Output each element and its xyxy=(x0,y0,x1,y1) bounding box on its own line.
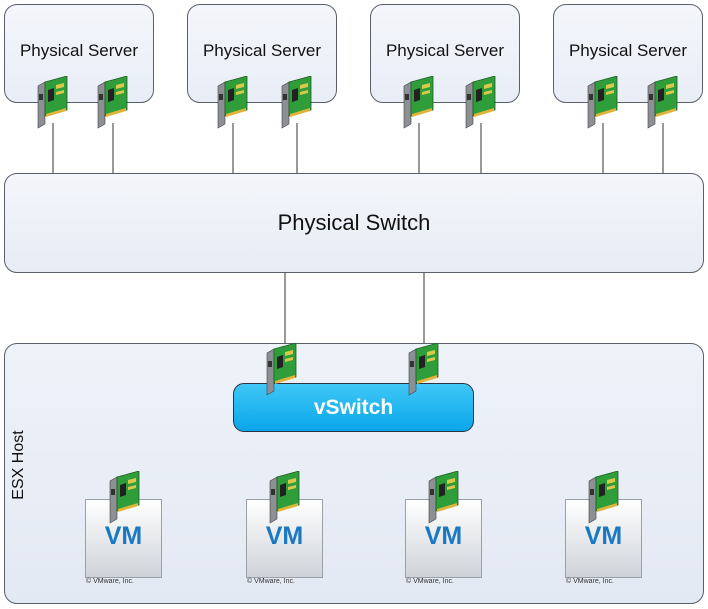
switch-title: Physical Switch xyxy=(277,210,431,235)
server-title: Physical Server xyxy=(202,41,322,60)
vm-copyright: © VMware, Inc. xyxy=(86,578,134,585)
network-card-icon xyxy=(427,470,461,525)
vswitch-title: vSwitch xyxy=(313,396,394,419)
network-card-icon xyxy=(402,75,436,130)
network-card-icon xyxy=(646,75,680,130)
vm-title: VM xyxy=(104,522,143,550)
network-card-icon xyxy=(36,75,70,130)
host-label: ESX Host xyxy=(10,430,27,500)
vm-title: VM xyxy=(424,522,463,550)
server-title: Physical Server xyxy=(385,41,505,60)
network-card-icon xyxy=(407,342,441,397)
vm-box: VM xyxy=(85,499,162,578)
physical-server: Physical Server xyxy=(4,4,154,103)
network-card-icon xyxy=(108,470,142,525)
network-card-icon xyxy=(268,470,302,525)
vm-copyright: © VMware, Inc. xyxy=(247,578,295,585)
network-card-icon xyxy=(280,75,314,130)
physical-server: Physical Server xyxy=(553,4,703,103)
network-card-icon xyxy=(96,75,130,130)
physical-server: Physical Server xyxy=(187,4,337,103)
server-title: Physical Server xyxy=(19,41,139,60)
network-card-icon xyxy=(464,75,498,130)
server-title: Physical Server xyxy=(568,41,688,60)
vm-title: VM xyxy=(584,522,623,550)
vm-box: VM xyxy=(405,499,482,578)
physical-switch: Physical Switch xyxy=(4,173,704,273)
vm-copyright: © VMware, Inc. xyxy=(406,578,454,585)
network-card-icon xyxy=(586,75,620,130)
network-card-icon xyxy=(587,470,621,525)
network-card-icon xyxy=(216,75,250,130)
vm-copyright: © VMware, Inc. xyxy=(566,578,614,585)
vm-title: VM xyxy=(265,522,304,550)
network-card-icon xyxy=(265,342,299,397)
vm-box: VM xyxy=(565,499,642,578)
